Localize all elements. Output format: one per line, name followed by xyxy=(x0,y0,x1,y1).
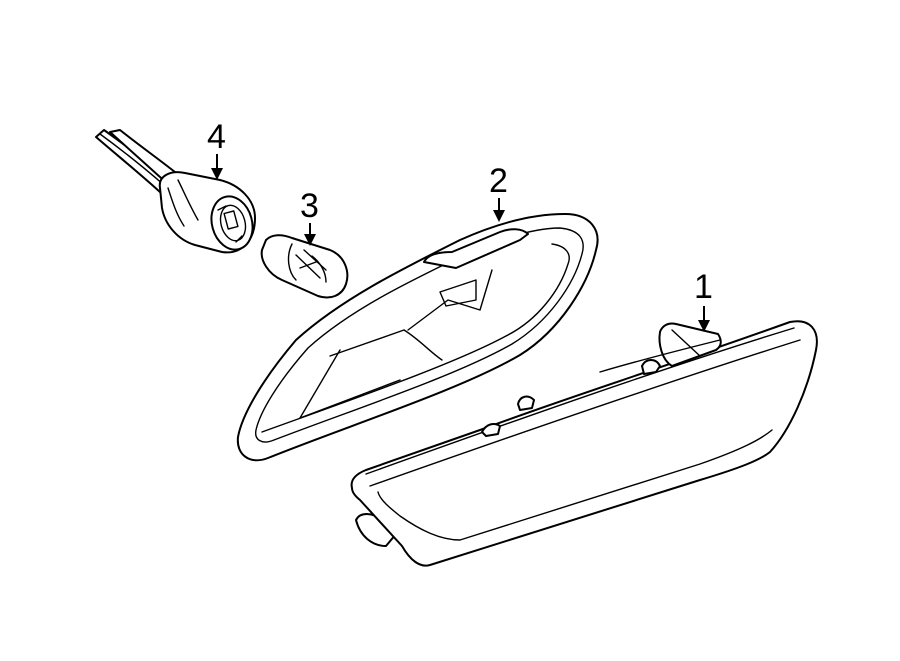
callout-label-4: 4 xyxy=(207,118,226,156)
wedge-bulb xyxy=(260,234,349,299)
arrowhead-3 xyxy=(304,234,316,246)
callout-label-1: 1 xyxy=(694,268,713,306)
callout-2: 2 xyxy=(489,162,508,222)
lamp-housing xyxy=(236,213,599,462)
callout-label-2: 2 xyxy=(489,162,508,200)
arrowhead-1 xyxy=(698,320,710,332)
callout-4: 4 xyxy=(207,118,226,180)
callout-label-3: 3 xyxy=(300,187,319,225)
arrowhead-4 xyxy=(211,168,223,180)
callout-3: 3 xyxy=(300,187,319,246)
callout-1: 1 xyxy=(694,268,713,332)
socket-with-wire xyxy=(95,129,256,254)
arrowhead-2 xyxy=(493,210,505,222)
side-marker-lens xyxy=(350,320,818,567)
